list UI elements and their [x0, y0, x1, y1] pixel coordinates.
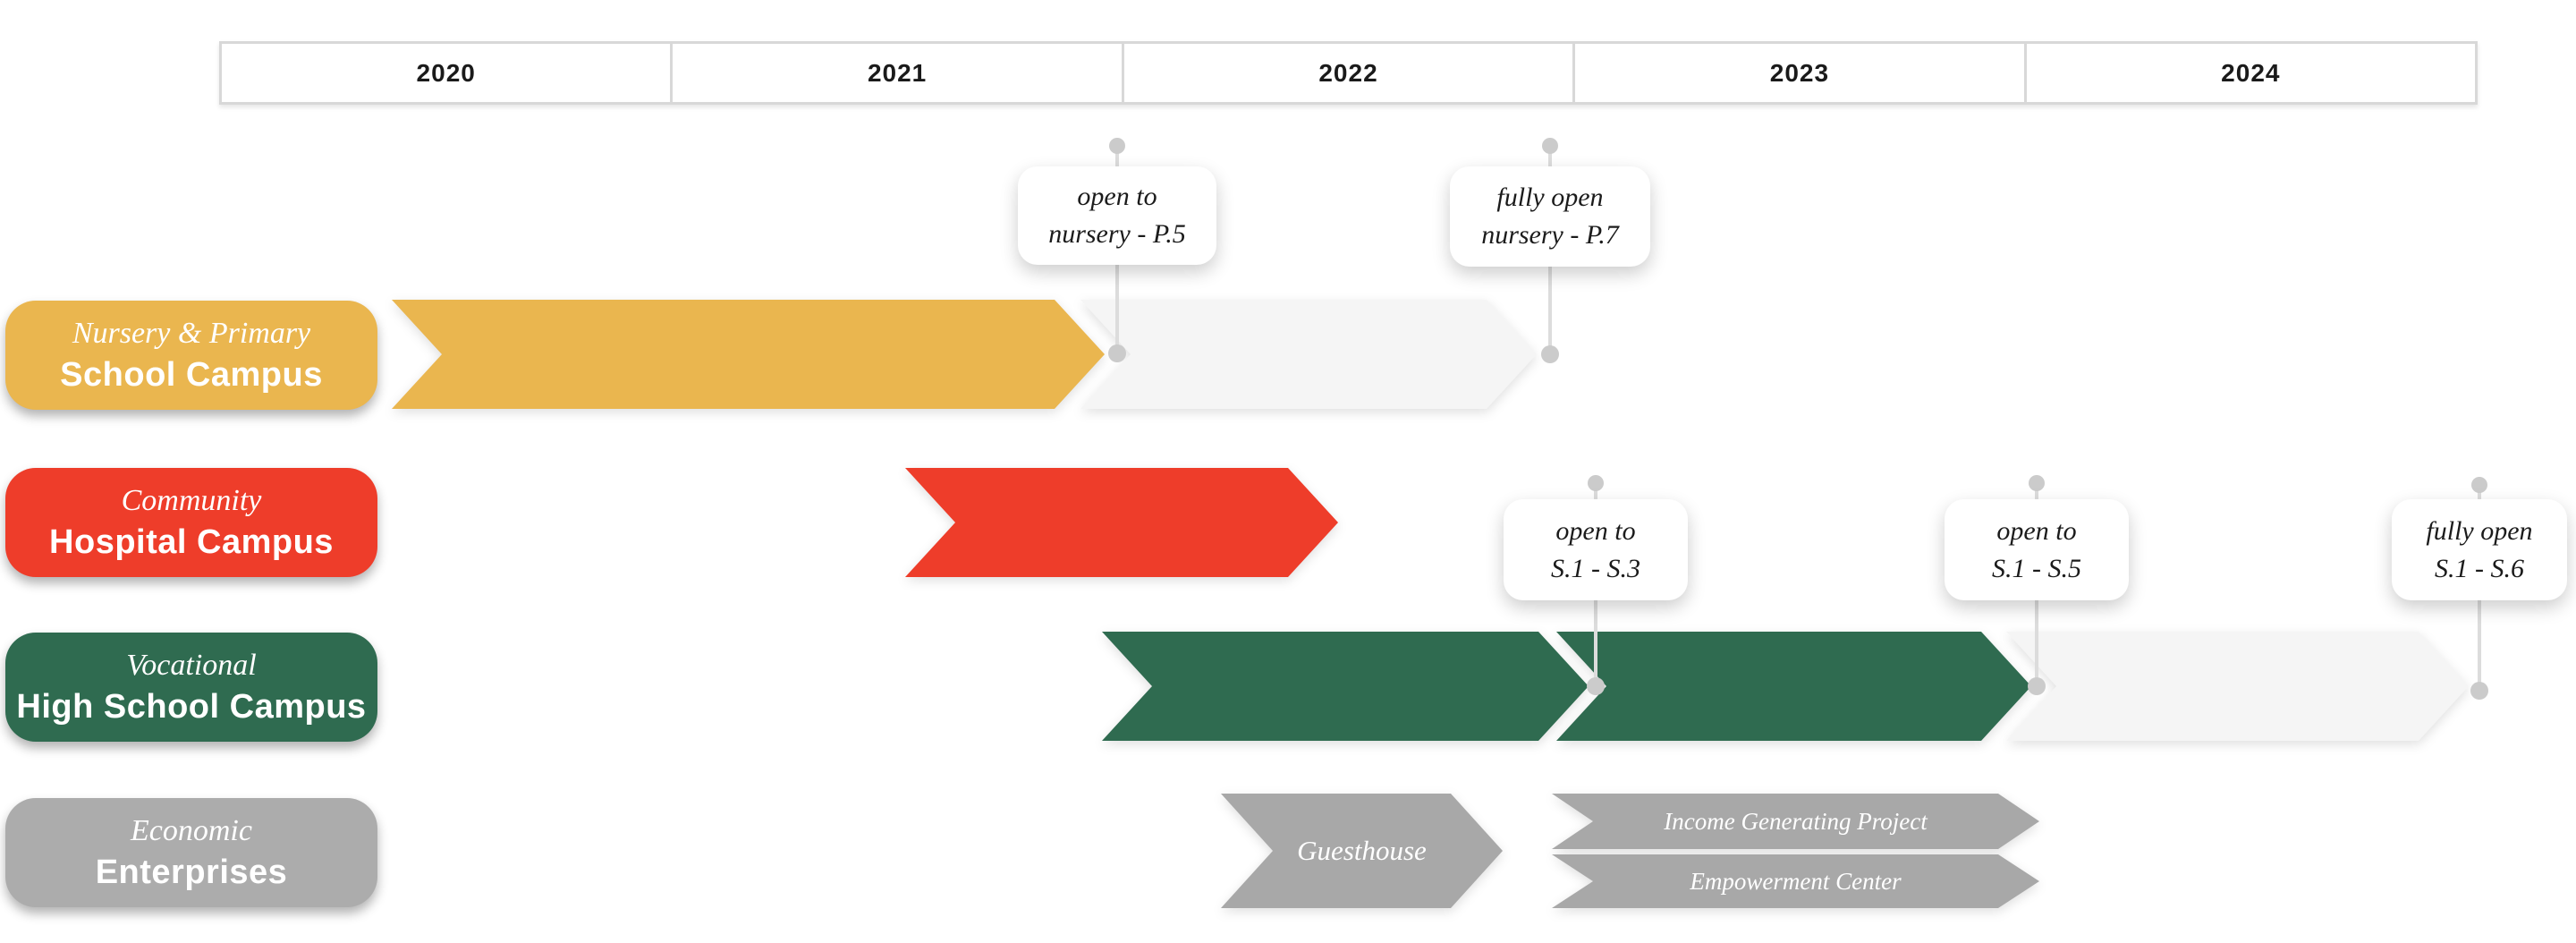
nursery-primary-school-campus-label-line2: School Campus: [60, 356, 323, 394]
nursery-planned-bar-shape: [1080, 300, 1537, 409]
callout-open-to-s1-s5-bottom-dot: [2028, 677, 2046, 695]
callout-fully-open-s1-s6-top-dot: [2471, 477, 2487, 493]
income-generating-project-bar-shape: Income Generating Project: [1552, 794, 2039, 849]
callout-fully-open-nursery-p7-top-dot: [1542, 138, 1558, 154]
empowerment-center-bar: Empowerment Center: [1552, 854, 2039, 908]
year-cell-2022: 2022: [1121, 44, 1572, 102]
empowerment-center-bar-shape: Empowerment Center: [1552, 854, 2039, 908]
callout-open-to-s1-s3-line2: S.1 - S.3: [1551, 553, 1640, 583]
callout-open-to-s1-s5-line1: open to: [1996, 515, 2077, 546]
year-cell-2020: 2020: [416, 58, 476, 87]
hospital-built-bar-shape: [905, 468, 1338, 577]
vocational-phase2-bar-shape: [1556, 632, 2031, 741]
callout-fully-open-nursery-p7-line2: nursery - P.7: [1481, 220, 1619, 250]
callout-open-to-nursery-p5-line2: nursery - P.5: [1048, 219, 1186, 249]
nursery-built-bar: [392, 300, 1105, 409]
callout-open-to-s1-s3: open to S.1 - S.3: [1504, 499, 1688, 600]
income-generating-project-bar-text: Income Generating Project: [1664, 807, 1928, 835]
callout-open-to-s1-s3-line1: open to: [1555, 515, 1636, 546]
vocational-phase2-bar: [1556, 632, 2031, 741]
vocational-phase1-bar: [1102, 632, 1589, 741]
year-cell-2023: 2023: [1572, 44, 2023, 102]
income-generating-project-bar: Income Generating Project: [1552, 794, 2039, 849]
vocational-planned-bar-shape: [2006, 632, 2469, 741]
callout-fully-open-s1-s6-bottom-dot: [2470, 682, 2488, 700]
vocational-planned-bar: [2006, 632, 2469, 741]
economic-enterprises-label-line2: Enterprises: [95, 854, 288, 891]
callout-open-to-s1-s5-line2: S.1 - S.5: [1992, 553, 2081, 583]
callout-fully-open-nursery-p7-bottom-dot: [1541, 345, 1559, 363]
hospital-built-bar: [905, 468, 1338, 577]
nursery-primary-school-campus-label-line1: Nursery & Primary: [72, 317, 311, 350]
vocational-high-school-campus-label-line2: High School Campus: [16, 688, 367, 726]
callout-open-to-s1-s3-bottom-dot: [1587, 677, 1605, 695]
callout-open-to-nursery-p5-top-dot: [1109, 138, 1125, 154]
vocational-high-school-campus-label-line1: Vocational: [126, 649, 257, 682]
callout-fully-open-s1-s6-line1: fully open: [2426, 515, 2533, 546]
year-cell-2021: 2021: [670, 44, 1121, 102]
nursery-built-bar-shape: [392, 300, 1105, 409]
callout-open-to-s1-s5: open to S.1 - S.5: [1945, 499, 2129, 600]
callout-open-to-nursery-p5: open to nursery - P.5: [1018, 166, 1216, 265]
callout-open-to-s1-s3-top-dot: [1588, 475, 1604, 491]
guesthouse-bar-text: Guesthouse: [1297, 835, 1427, 866]
empowerment-center-bar-text: Empowerment Center: [1690, 867, 1902, 895]
callout-fully-open-nursery-p7-line1: fully open: [1496, 183, 1604, 212]
callout-open-to-nursery-p5-line1: open to: [1077, 182, 1157, 211]
callout-open-to-nursery-p5-bottom-dot: [1108, 344, 1126, 362]
guesthouse-bar: Guesthouse: [1221, 794, 1503, 908]
community-hospital-campus-label-line2: Hospital Campus: [49, 523, 334, 561]
community-hospital-campus-label-line1: Community: [121, 484, 262, 517]
guesthouse-bar-shape: Guesthouse: [1221, 794, 1503, 908]
nursery-planned-bar: [1080, 300, 1537, 409]
callout-fully-open-s1-s6-line2: S.1 - S.6: [2435, 553, 2524, 583]
vocational-phase1-bar-shape: [1102, 632, 1589, 741]
economic-enterprises-label-line1: Economic: [131, 814, 252, 847]
callout-fully-open-nursery-p7: fully open nursery - P.7: [1450, 166, 1650, 267]
callout-open-to-s1-s5-top-dot: [2029, 475, 2045, 491]
year-cell-2024: 2024: [2023, 44, 2475, 102]
